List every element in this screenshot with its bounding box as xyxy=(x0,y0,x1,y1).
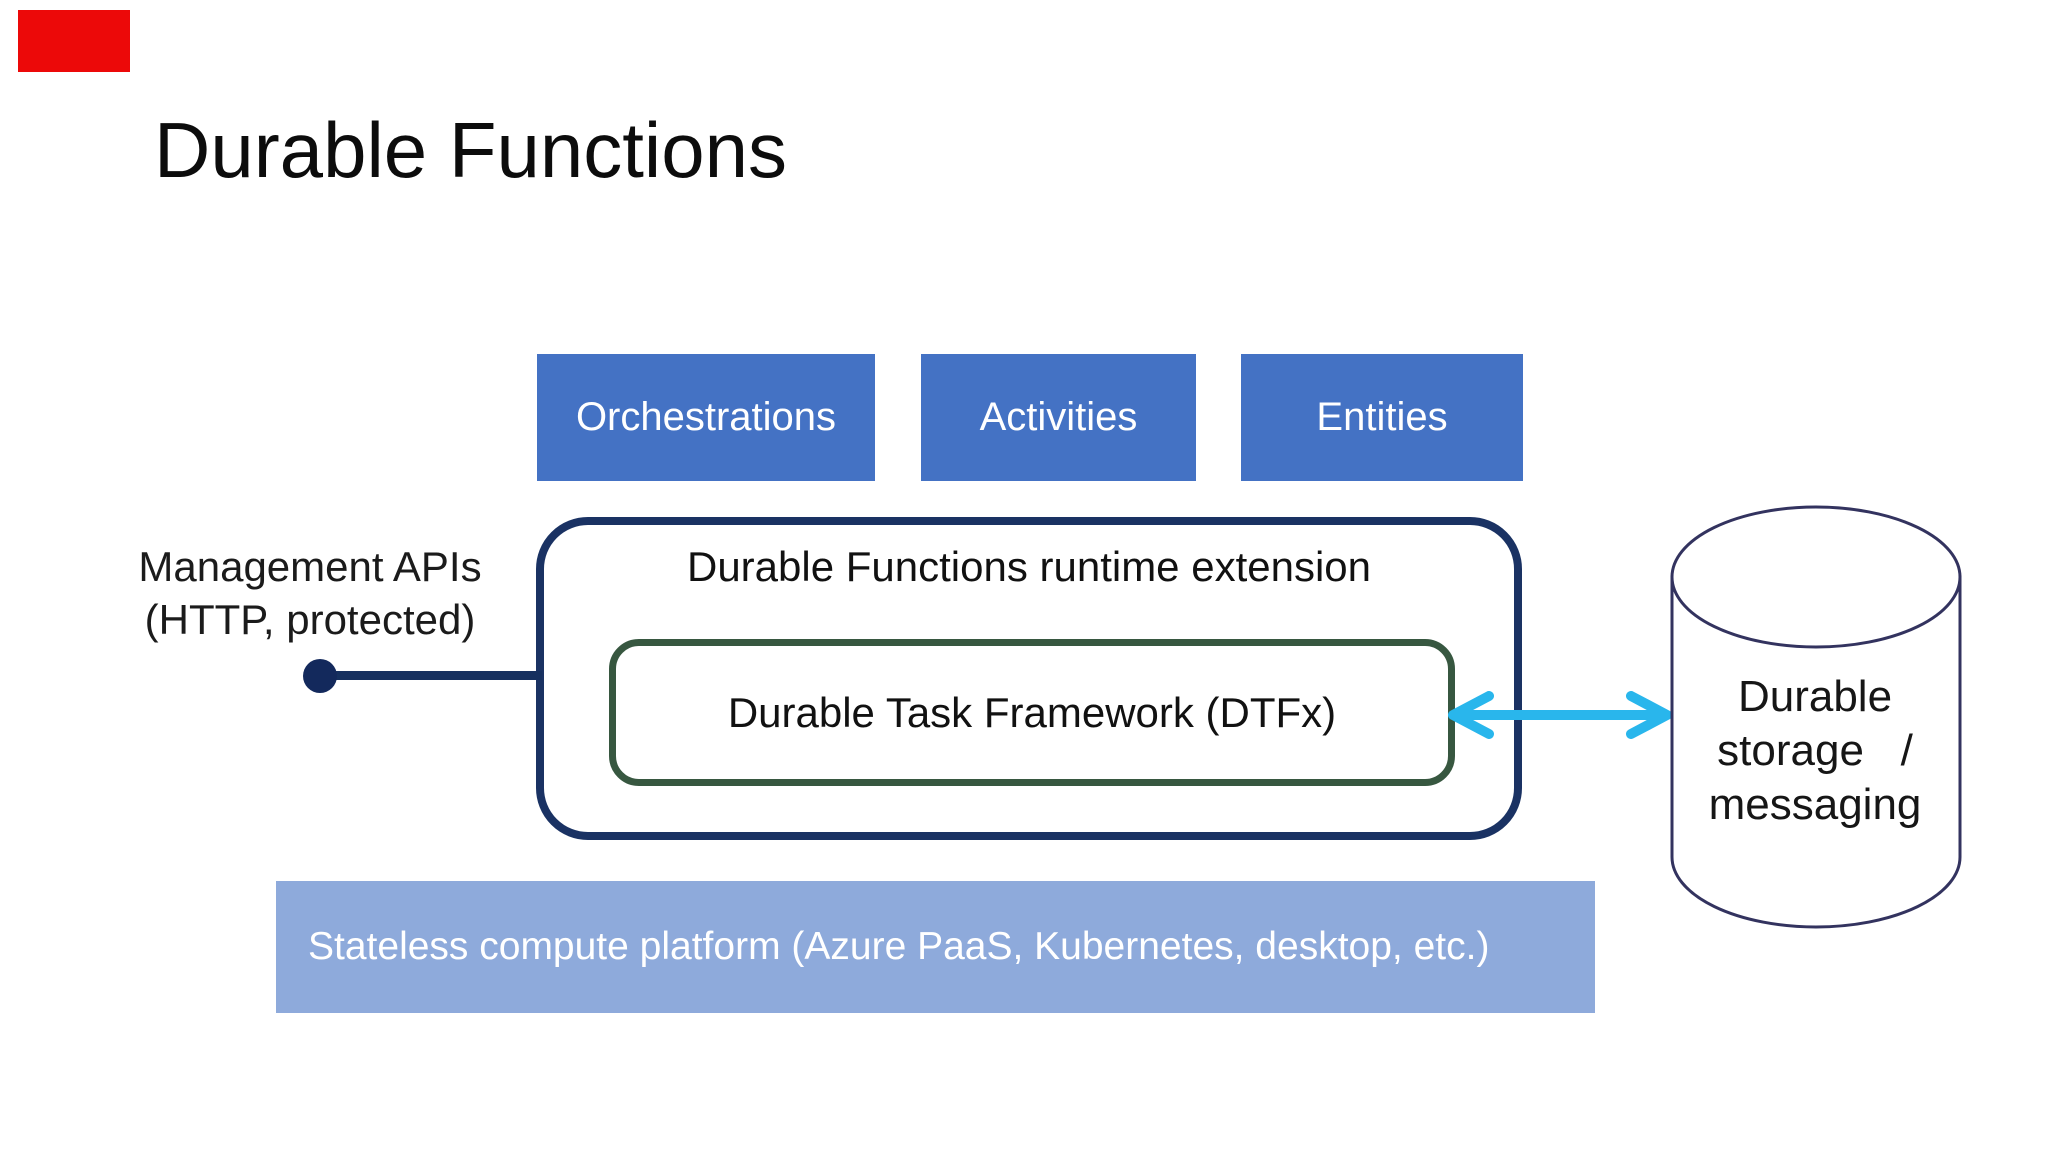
storage-cylinder-icon xyxy=(1670,505,1962,929)
bidirectional-arrow-icon xyxy=(1448,691,1672,739)
storage-label-line2: storage / xyxy=(1717,726,1913,775)
management-apis-label: Management APIs (HTTP, protected) xyxy=(100,540,520,646)
storage-label-line3: messaging xyxy=(1708,780,1922,829)
box-orchestrations-label: Orchestrations xyxy=(575,395,837,439)
storage-label: Durable storage / messaging xyxy=(1660,670,1970,832)
box-orchestrations: Orchestrations xyxy=(537,354,875,481)
box-activities-label: Activities xyxy=(979,395,1138,439)
record-indicator-red-box xyxy=(18,10,130,72)
page-title: Durable Functions xyxy=(154,106,787,194)
runtime-extension-title: Durable Functions runtime extension xyxy=(686,543,1372,590)
dtfx-label: Durable Task Framework (DTFx) xyxy=(727,688,1337,736)
management-api-connector-dot xyxy=(303,659,337,693)
box-entities: Entities xyxy=(1241,354,1523,481)
platform-bar: Stateless compute platform (Azure PaaS, … xyxy=(276,881,1595,1013)
management-api-connector-line xyxy=(320,671,542,680)
box-activities: Activities xyxy=(921,354,1196,481)
dtfx-box: Durable Task Framework (DTFx) xyxy=(609,639,1455,786)
management-apis-line1: Management APIs xyxy=(138,543,482,590)
management-apis-line2: (HTTP, protected) xyxy=(144,596,476,643)
storage-label-line1: Durable xyxy=(1737,672,1893,721)
box-entities-label: Entities xyxy=(1316,395,1448,439)
platform-bar-label: Stateless compute platform (Azure PaaS, … xyxy=(308,925,1490,968)
